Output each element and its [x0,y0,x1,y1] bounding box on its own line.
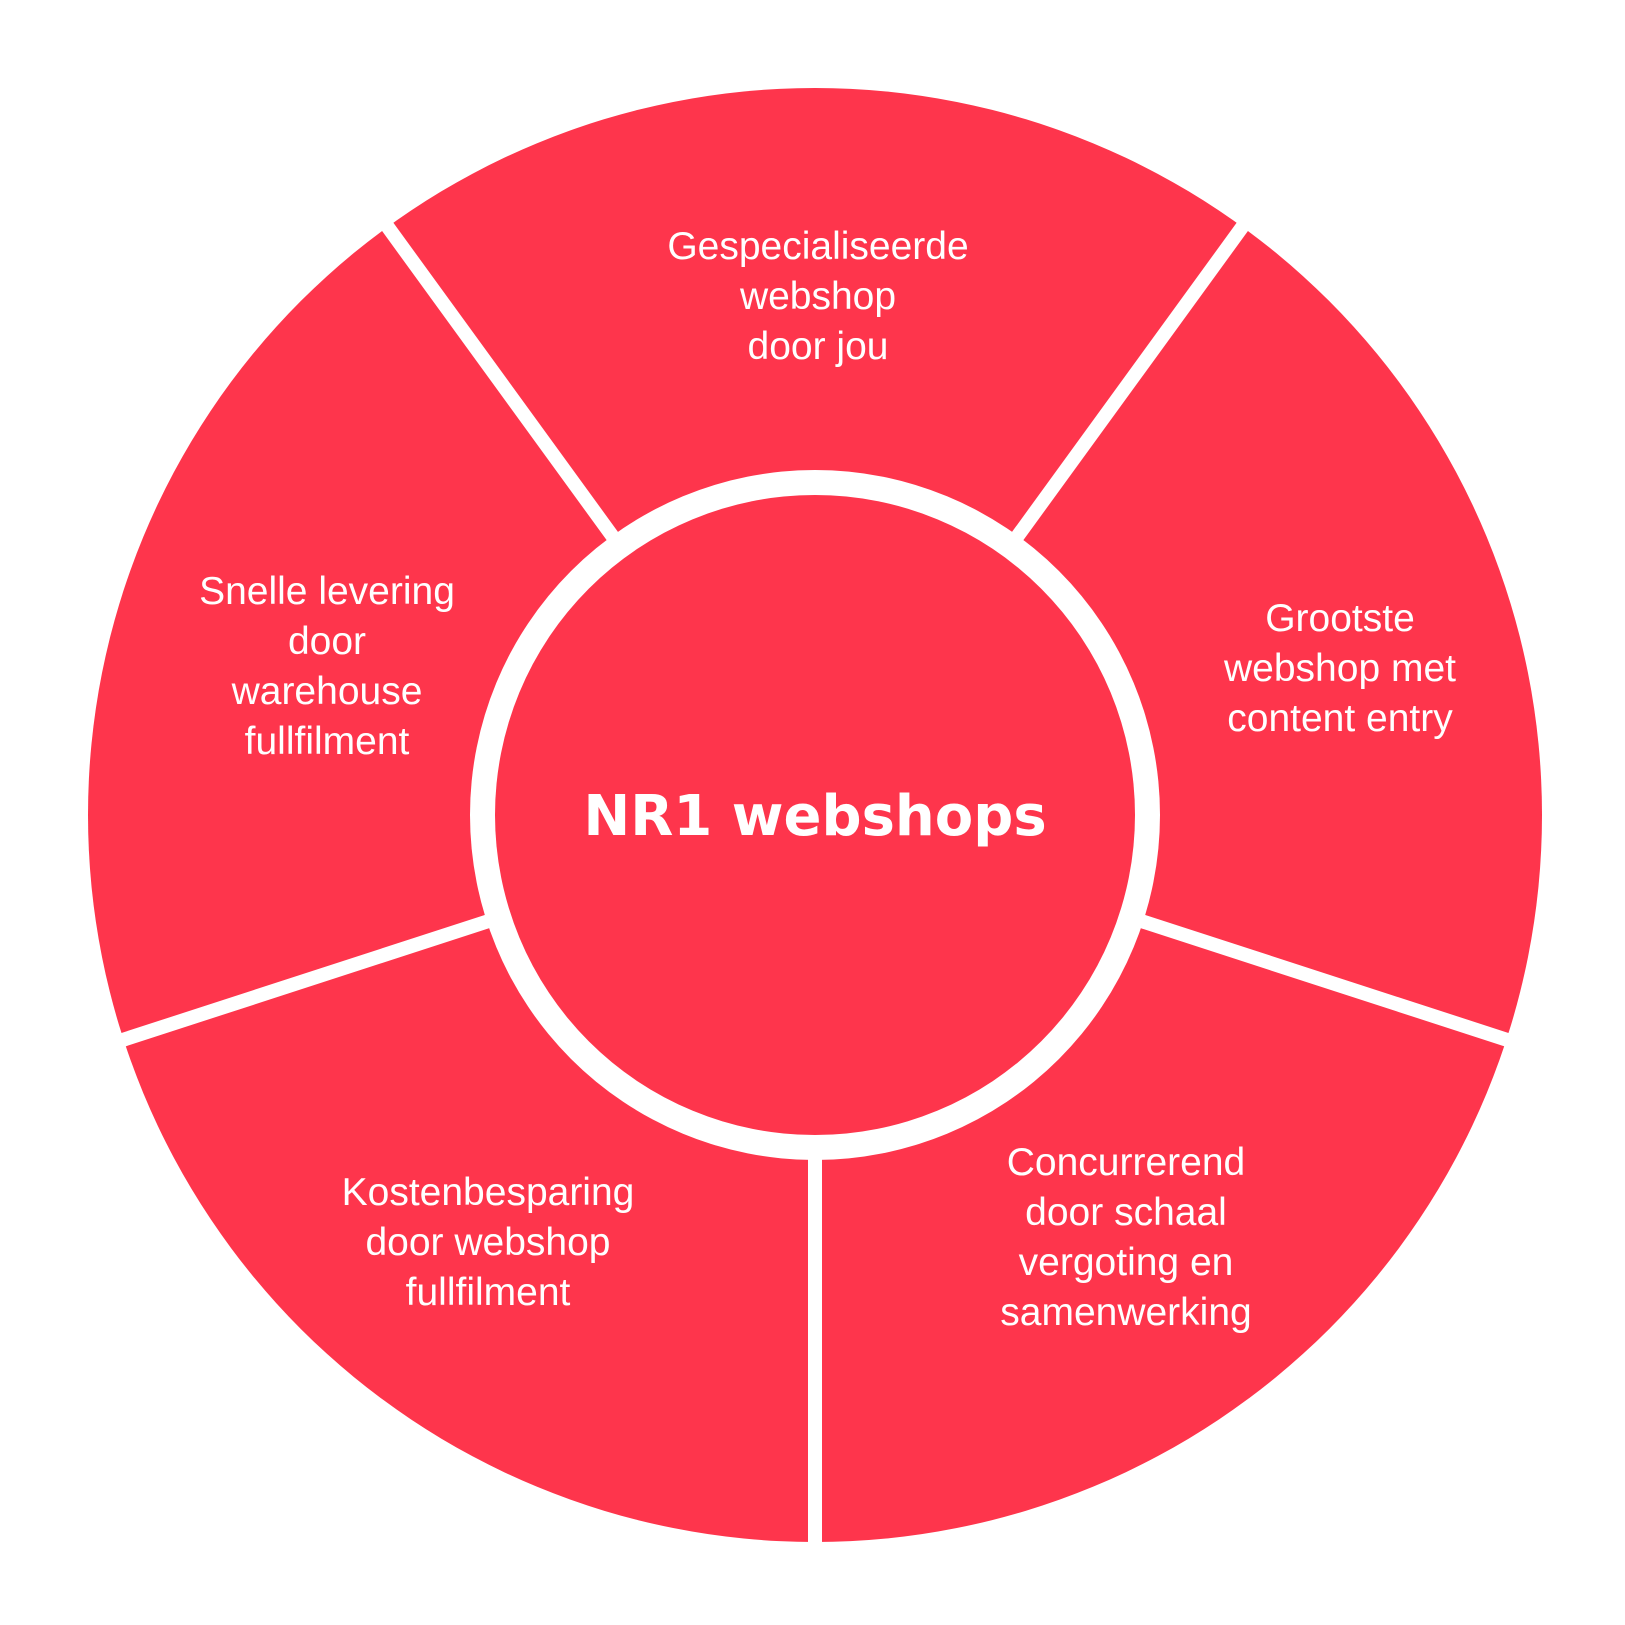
segment-label: Grootste webshop met content entry [1223,597,1456,740]
segment-label: Kostenbesparing door webshop fullfilment [342,1171,635,1314]
segment-label-line: door [288,620,366,663]
segment-label-line: door jou [748,325,889,368]
center-title: NR1 webshops [583,784,1046,849]
segment-label: Concurrerend door schaal vergoting en samen… [1000,1141,1251,1334]
segment-label-line: door schaal [1025,1191,1227,1234]
segment-label-line: Kostenbesparing [342,1171,635,1214]
segment-label-line: Grootste [1265,597,1415,640]
segment-label-line: fullfilment [245,720,410,763]
center-layer: NR1 webshops [470,470,1160,1160]
segment-label-line: fullfilment [406,1271,571,1314]
separators-layer [102,206,1528,1562]
segment-label-line: samenwerking [1000,1291,1251,1334]
segment-label-line: Gespecialiseerde [667,225,968,268]
segment-label-line: Concurrerend [1007,1141,1245,1184]
segment-label-line: door webshop [365,1221,610,1264]
segment-label-line: content entry [1227,697,1453,740]
segment-label: Snelle levering door warehouse fullfilment [199,570,455,763]
segment-label-line: vergoting en [1019,1241,1234,1284]
segment-label-line: webshop met [1223,647,1456,690]
center-disc [495,495,1135,1135]
segment-label-line: Snelle levering [199,570,455,613]
segment-label-line: webshop [739,275,896,318]
segment-label: Gespecialiseerde webshop door jou [667,225,968,368]
segment-label-line: warehouse [231,670,423,713]
